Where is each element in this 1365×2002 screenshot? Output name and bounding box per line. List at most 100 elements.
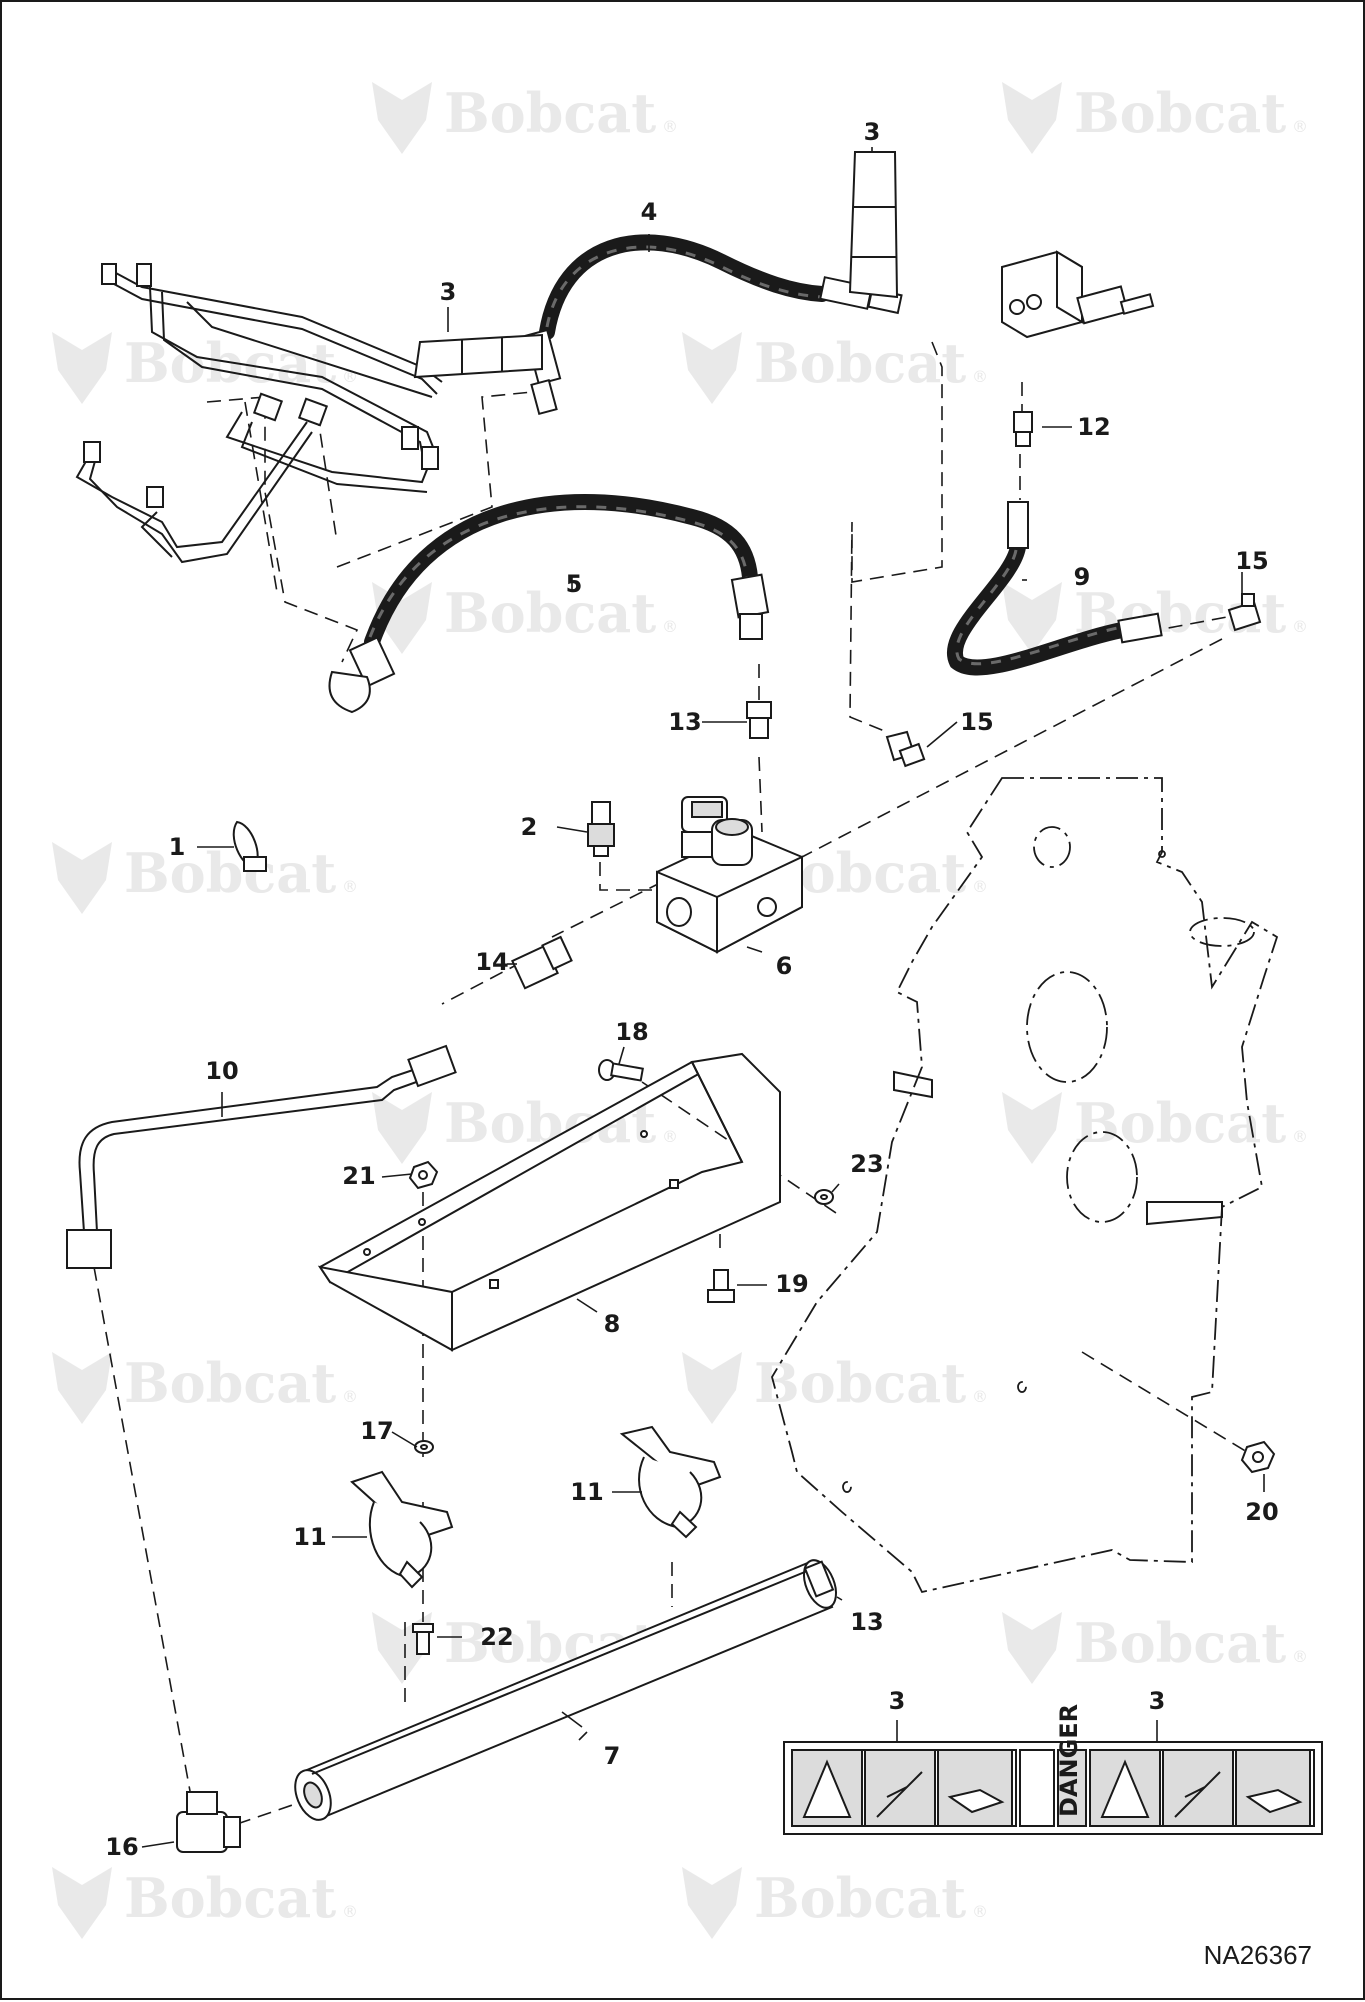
watermark-text: Bobcat — [124, 1866, 336, 1930]
bobcat-logo-icon — [682, 332, 742, 404]
leader-lines — [141, 147, 1265, 1848]
callout-21: 21 — [342, 1162, 375, 1190]
bobcat-logo-icon — [52, 1867, 112, 1939]
watermark-text: Bobcat — [444, 81, 656, 145]
callout-13: 13 — [850, 1608, 883, 1636]
bobcat-watermark: Bobcat ® — [372, 81, 678, 154]
watermark-registered: ® — [1292, 617, 1308, 636]
clip-1 — [232, 820, 267, 872]
bobcat-logo-icon — [52, 1352, 112, 1424]
bobcat-watermark: Bobcat ® — [682, 1866, 988, 1939]
watermark-registered: ® — [342, 877, 358, 896]
callout-18: 18 — [615, 1018, 648, 1046]
bobcat-watermark: Bobcat ® — [1002, 1611, 1308, 1684]
bobcat-logo-icon — [1002, 1612, 1062, 1684]
watermark-text: Bobcat — [754, 331, 966, 395]
callout-3: 3 — [1149, 1687, 1166, 1715]
hose-4 — [524, 234, 903, 416]
clamp-11-right — [619, 1425, 722, 1539]
callout-3: 3 — [440, 278, 457, 306]
bobcat-watermark: Bobcat® — [52, 841, 358, 914]
bobcat-logo-icon — [682, 1352, 742, 1424]
callout-23: 23 — [850, 1150, 883, 1178]
bobcat-watermark: Bobcat ® — [52, 1351, 358, 1424]
callout-19: 19 — [775, 1270, 808, 1298]
bobcat-logo-icon — [1002, 82, 1062, 154]
callout-11: 11 — [570, 1478, 603, 1506]
watermark-registered: ® — [972, 1902, 988, 1921]
fitting-13-lower — [803, 1560, 835, 1598]
callout-3: 3 — [889, 1687, 906, 1715]
bobcat-logo-icon — [372, 1092, 432, 1164]
watermark-text: Bobcat — [1074, 1611, 1286, 1675]
danger-decal-panel — [783, 1741, 1323, 1835]
watermark-registered: ® — [342, 1387, 358, 1406]
callout-6: 6 — [776, 952, 793, 980]
watermark-registered: ® — [972, 1387, 988, 1406]
bobcat-watermark: Bobcat ® — [372, 581, 678, 654]
washer-23 — [814, 1189, 834, 1205]
callout-15: 15 — [960, 708, 993, 736]
watermark-registered: ® — [1292, 117, 1308, 136]
hose-5 — [328, 493, 770, 714]
bracket-8 — [317, 1052, 781, 1352]
callout-9: 9 — [1074, 563, 1091, 591]
watermark-registered: ® — [662, 117, 678, 136]
elbow-fitting-16 — [176, 1791, 241, 1853]
hose-9 — [947, 501, 1163, 676]
bobcat-watermark: Bobcat® — [682, 1351, 988, 1424]
watermark-registered: ® — [342, 1902, 358, 1921]
bobcat-logo-icon — [682, 1867, 742, 1939]
frame-plate — [771, 777, 1279, 1594]
fitting-12 — [1013, 411, 1033, 447]
callout-1: 1 — [169, 833, 186, 861]
bolt-19 — [707, 1269, 735, 1303]
watermark-text: Bobcat — [124, 1351, 336, 1415]
callout-22: 22 — [480, 1623, 513, 1651]
nut-21 — [408, 1160, 439, 1190]
callout-20: 20 — [1245, 1498, 1278, 1526]
clamp-11-left — [350, 1470, 454, 1589]
watermark-registered: ® — [1292, 1127, 1308, 1146]
solenoid-switch — [1001, 250, 1155, 339]
watermark-text: Bobcat — [754, 1866, 966, 1930]
cylinder-7 — [294, 1559, 838, 1821]
callout-5: 5 — [566, 570, 583, 598]
callout-17: 17 — [360, 1417, 393, 1445]
bolt-22 — [412, 1623, 434, 1655]
watermark-text: Bobcat — [444, 581, 656, 645]
watermark-text: Bobcat — [1074, 81, 1286, 145]
callout-labels: 3 4 3 12 15 9 5 13 15 2 1 14 6 10 18 21 … — [105, 118, 1278, 1861]
figure-id: NA26367 — [1204, 1940, 1312, 1970]
callout-7: 7 — [604, 1742, 621, 1770]
callout-16: 16 — [105, 1833, 138, 1861]
callout-12: 12 — [1077, 413, 1110, 441]
valve-block-6 — [656, 796, 803, 954]
bobcat-watermark: Bobcat ® — [52, 1866, 358, 1939]
callout-3: 3 — [864, 118, 881, 146]
manifold-tubes — [75, 263, 443, 564]
decal-strip-top — [848, 151, 899, 299]
fitting-13-upper — [746, 701, 772, 739]
watermark-registered: ® — [972, 877, 988, 896]
callout-8: 8 — [604, 1310, 621, 1338]
bobcat-logo-icon — [372, 82, 432, 154]
decal-strip-left — [413, 333, 543, 379]
watermark-registered: ® — [662, 1127, 678, 1146]
callout-14: 14 — [475, 948, 508, 976]
bobcat-watermark: Bobcat® — [1002, 1091, 1308, 1164]
callout-11: 11 — [293, 1523, 326, 1551]
callout-13: 13 — [668, 708, 701, 736]
callout-4: 4 — [641, 198, 658, 226]
fitting-15-right — [1227, 593, 1262, 632]
watermark-registered: ® — [1292, 1647, 1308, 1666]
fitting-14 — [511, 935, 573, 990]
sensor-2 — [587, 801, 615, 857]
watermark-registered: ® — [662, 617, 678, 636]
washer-17 — [414, 1440, 434, 1454]
callout-10: 10 — [205, 1057, 238, 1085]
bobcat-logo-icon — [52, 842, 112, 914]
bobcat-logo-icon — [1002, 582, 1062, 654]
